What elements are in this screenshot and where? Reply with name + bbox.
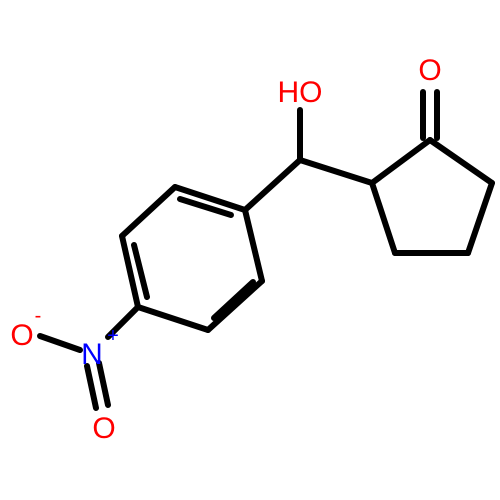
bond-c4-c5: [369, 180, 398, 256]
bond-ar6-ar1: [242, 207, 265, 284]
bond-c5-c1: [369, 137, 433, 186]
bond-ar-inner-3: [211, 279, 256, 321]
ketone-oxygen-label: O: [418, 54, 441, 87]
bond-c2-c3: [465, 180, 495, 256]
nitro-oxygen-minus-label: O: [10, 319, 33, 352]
bond-ch-aryl: [242, 157, 303, 213]
nitro-nitrogen-label: N: [81, 338, 103, 371]
bond-ar3-ar4: [119, 233, 141, 310]
bond-ar-inner-1: [177, 196, 234, 218]
bond-c1-c2: [427, 137, 495, 186]
bond-n-o-double-a: [84, 363, 99, 411]
bond-ar4-ar5: [135, 304, 211, 333]
bond-ring-ch: [297, 157, 375, 186]
bond-ar-n: [105, 304, 141, 340]
bond-n-o-single: [37, 333, 83, 353]
nitro-plus-charge: +: [107, 325, 119, 347]
bond-ar5-ar6: [205, 278, 265, 333]
nitro-minus-charge: -: [35, 305, 42, 327]
bond-ar2-ar3: [119, 184, 178, 239]
bond-ar1-ar2: [172, 184, 248, 213]
bond-n-o-double-b: [96, 360, 111, 408]
bond-ar-inner-2: [131, 242, 150, 300]
nitro-oxygen-double-label: O: [92, 412, 115, 445]
hydroxyl-label: HO: [278, 76, 323, 109]
